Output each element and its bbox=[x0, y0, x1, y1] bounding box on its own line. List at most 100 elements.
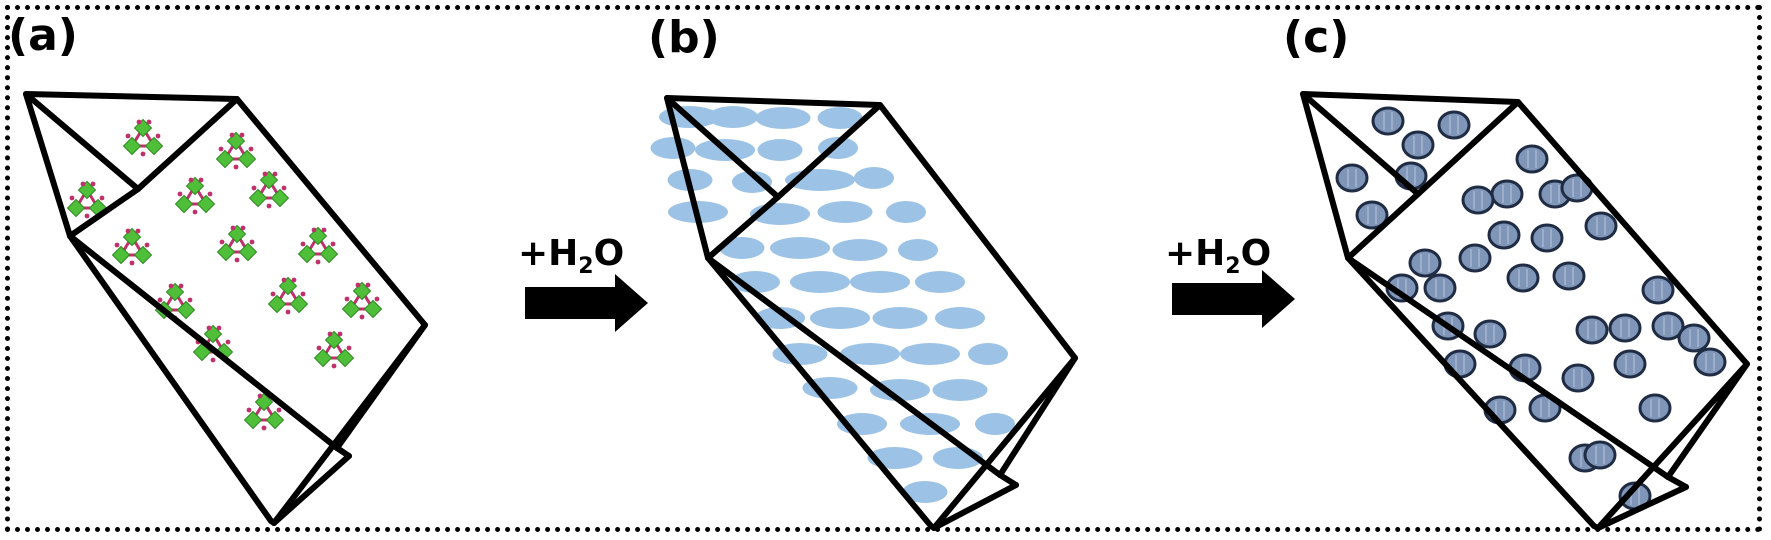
prism-edge bbox=[705, 194, 781, 261]
crystal-prism-icon bbox=[650, 95, 1078, 531]
arrow-right-icon bbox=[525, 274, 648, 332]
prism-edge bbox=[705, 255, 1003, 478]
pore bbox=[1552, 261, 1586, 291]
pore bbox=[1575, 315, 1609, 345]
prism-edge bbox=[1595, 484, 1689, 531]
water-layer bbox=[810, 307, 870, 329]
water-layer bbox=[790, 271, 850, 293]
pore bbox=[1437, 110, 1471, 140]
pore bbox=[1583, 440, 1617, 470]
water-layer bbox=[850, 271, 910, 293]
water-layer bbox=[902, 481, 948, 503]
prism-edge bbox=[1415, 99, 1521, 197]
pore bbox=[1487, 220, 1521, 250]
water-layer bbox=[854, 167, 894, 189]
step-arrow-2: +H2O bbox=[1165, 233, 1295, 328]
water-layer bbox=[732, 171, 772, 193]
pore bbox=[1677, 323, 1711, 353]
pore bbox=[1423, 273, 1457, 303]
pore bbox=[1613, 349, 1647, 379]
pore bbox=[1651, 311, 1685, 341]
water-layer bbox=[802, 377, 858, 399]
step-arrow-1: +H2O bbox=[518, 233, 648, 332]
water-layer bbox=[708, 106, 758, 128]
metal-cluster bbox=[248, 170, 290, 209]
metal-cluster bbox=[297, 226, 339, 265]
water-layer bbox=[870, 379, 930, 401]
prism-edge bbox=[67, 186, 141, 239]
prism-edge bbox=[1345, 191, 1421, 261]
pore bbox=[1515, 144, 1549, 174]
water-layer bbox=[817, 201, 873, 223]
water-layer bbox=[935, 307, 985, 329]
water-layer bbox=[817, 107, 863, 129]
water-layer bbox=[900, 343, 960, 365]
pore bbox=[1490, 179, 1524, 209]
metal-cluster bbox=[215, 131, 257, 170]
pore bbox=[1458, 243, 1492, 273]
prism-edge bbox=[931, 482, 1019, 531]
prism-outline bbox=[664, 95, 1078, 531]
panel-label-c: (c) bbox=[1283, 12, 1349, 63]
crystal-prism-icon bbox=[1300, 91, 1750, 531]
prism-edge bbox=[1300, 91, 1421, 197]
pore bbox=[1371, 106, 1405, 136]
metal-cluster bbox=[122, 118, 164, 157]
metal-cluster bbox=[243, 392, 285, 431]
pore bbox=[1638, 393, 1672, 423]
pore bbox=[1584, 211, 1618, 241]
water-layer bbox=[840, 343, 900, 365]
prism-edge bbox=[67, 233, 340, 451]
metal-cluster bbox=[267, 276, 309, 315]
prism-edge bbox=[135, 96, 240, 192]
metal-cluster bbox=[341, 281, 383, 320]
pore bbox=[1335, 163, 1369, 193]
water-layer bbox=[932, 379, 988, 401]
pore bbox=[1693, 347, 1727, 377]
prism-edge bbox=[1345, 255, 1671, 480]
prism-edge bbox=[775, 102, 883, 200]
pore bbox=[1355, 200, 1389, 230]
pore bbox=[1443, 349, 1477, 379]
metal-cluster bbox=[313, 330, 355, 369]
pore bbox=[1530, 223, 1564, 253]
pore bbox=[1506, 263, 1540, 293]
water-layer bbox=[650, 137, 696, 159]
pore bbox=[1473, 319, 1507, 349]
water-layer bbox=[730, 271, 780, 293]
metal-cluster bbox=[111, 227, 153, 266]
water-layer bbox=[719, 237, 765, 259]
prism-edge bbox=[334, 322, 428, 451]
water-layer bbox=[886, 201, 926, 223]
pore bbox=[1461, 185, 1495, 215]
pore bbox=[1641, 275, 1675, 305]
pore bbox=[1408, 248, 1442, 278]
water-layer bbox=[757, 139, 803, 161]
metal-cluster bbox=[66, 180, 108, 219]
water-layer bbox=[975, 413, 1015, 435]
prism-edge bbox=[271, 453, 352, 526]
step-1-reagent: +H2O bbox=[518, 233, 624, 279]
water-layer bbox=[832, 239, 888, 261]
water-layer bbox=[872, 307, 928, 329]
water-layer bbox=[968, 343, 1008, 365]
arrow-right-icon bbox=[1172, 270, 1295, 328]
water-layer bbox=[898, 239, 938, 261]
panel-label-b: (b) bbox=[648, 12, 720, 63]
water-layer bbox=[770, 237, 830, 259]
water-layer bbox=[755, 107, 811, 129]
pore bbox=[1401, 130, 1435, 160]
metal-cluster bbox=[154, 282, 196, 321]
panel-label-a: (a) bbox=[8, 10, 78, 61]
prism-edge bbox=[23, 91, 141, 192]
prism-edge bbox=[997, 355, 1078, 478]
prism-edge bbox=[664, 95, 781, 200]
prism-edge bbox=[1665, 361, 1750, 480]
crystal-prism-icon bbox=[23, 91, 428, 526]
pore bbox=[1561, 363, 1595, 393]
pore bbox=[1608, 313, 1642, 343]
metal-cluster bbox=[174, 176, 216, 215]
water-layer bbox=[915, 271, 965, 293]
step-2-reagent: +H2O bbox=[1165, 233, 1271, 279]
